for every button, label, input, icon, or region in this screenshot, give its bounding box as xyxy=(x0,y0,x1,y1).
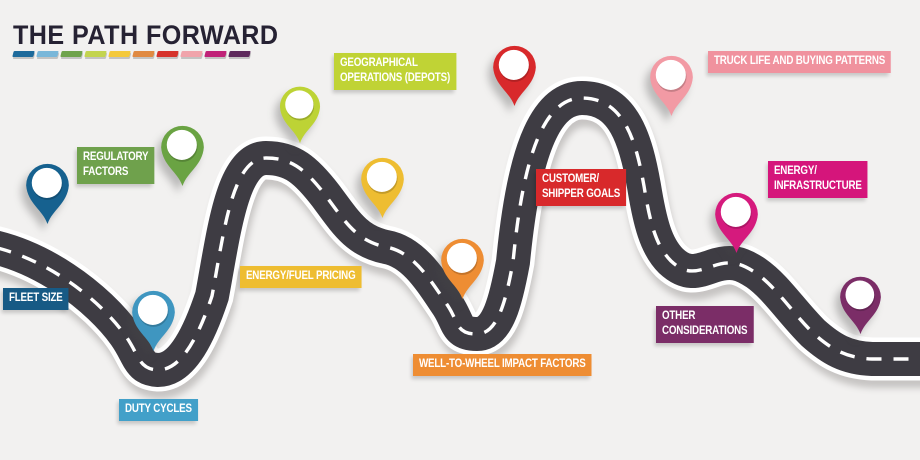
underline-dash xyxy=(36,51,59,57)
label-line: TRUCK LIFE AND BUYING PATTERNS xyxy=(713,55,886,67)
map-pin-icon-duty-cycles xyxy=(132,290,175,352)
map-pin-icon-energy-fuel-pricing xyxy=(361,157,404,219)
label-line: GEOGRAPHICAL xyxy=(339,57,418,69)
underline-dash xyxy=(60,51,83,57)
label-line: REGULATORY xyxy=(82,151,149,163)
title-underline xyxy=(12,51,251,57)
underline-dash xyxy=(108,51,131,57)
label-duty-cycles: DUTY CYCLES xyxy=(119,399,198,421)
label-line: CONSIDERATIONS xyxy=(661,325,748,337)
map-pin-icon-customer-shipper-goals xyxy=(493,45,536,107)
underline-dash xyxy=(156,51,179,57)
underline-dash xyxy=(12,51,35,57)
map-pin-icon-regulatory-factors xyxy=(161,125,204,187)
map-pin-icon-energy-infrastructure xyxy=(715,192,758,254)
label-energy-infrastructure: ENERGY/ INFRASTRUCTURE xyxy=(768,161,868,198)
label-line: FLEET SIZE xyxy=(8,292,63,304)
label-other-considerations: OTHER CONSIDERATIONS xyxy=(656,306,754,343)
label-energy-fuel-pricing: ENERGY/FUEL PRICING xyxy=(240,266,362,288)
label-geographical-operations: GEOGRAPHICAL OPERATIONS (DEPOTS) xyxy=(334,53,457,90)
label-line: CUSTOMER/ xyxy=(541,173,599,185)
map-pin-icon-fleet-size xyxy=(26,163,69,225)
label-line: DUTY CYCLES xyxy=(124,403,192,415)
label-line: INFRASTRUCTURE xyxy=(773,180,862,192)
underline-dash xyxy=(84,51,107,57)
label-line: OPERATIONS (DEPOTS) xyxy=(339,72,451,84)
label-truck-life: TRUCK LIFE AND BUYING PATTERNS xyxy=(708,51,892,73)
label-customer-shipper-goals: CUSTOMER/ SHIPPER GOALS xyxy=(536,169,627,206)
label-well-to-wheel: WELL-TO-WHEEL IMPACT FACTORS xyxy=(413,354,592,376)
label-line: OTHER xyxy=(661,310,696,322)
label-line: ENERGY/FUEL PRICING xyxy=(245,270,356,282)
map-pin-icon-truck-life xyxy=(650,55,693,117)
map-pin-icon-geographical-operations xyxy=(279,86,321,144)
label-line: ENERGY/ xyxy=(773,165,817,177)
map-pin-icon-other-considerations xyxy=(840,276,881,335)
underline-dash xyxy=(204,51,227,57)
label-fleet-size: FLEET SIZE xyxy=(3,288,69,310)
label-line: SHIPPER GOALS xyxy=(541,188,621,200)
underline-dash xyxy=(228,51,251,57)
underline-dash xyxy=(180,51,203,57)
underline-dash xyxy=(132,51,155,57)
label-line: FACTORS xyxy=(82,166,129,178)
label-line: WELL-TO-WHEEL IMPACT FACTORS xyxy=(418,358,586,370)
map-pin-icon-well-to-wheel xyxy=(441,238,484,300)
page-title: THE PATH FORWARD xyxy=(13,20,279,50)
label-regulatory-factors: REGULATORY FACTORS xyxy=(77,147,155,184)
